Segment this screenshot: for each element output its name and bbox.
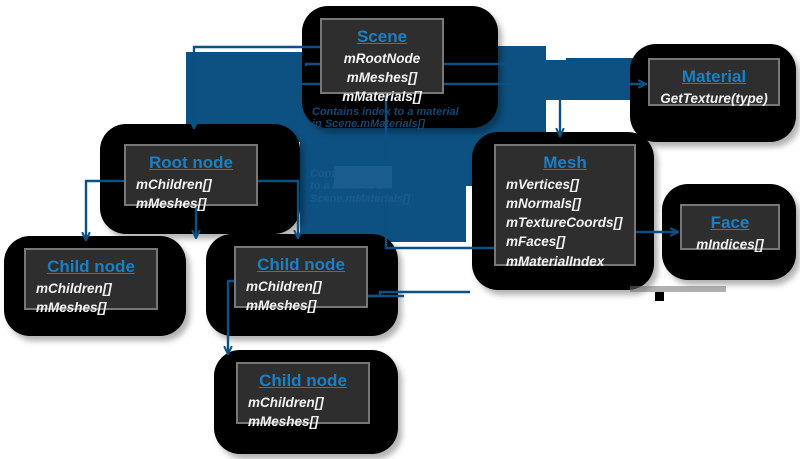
node-root-node-field-1: mMeshes[] — [136, 196, 207, 212]
annotation-material-index-line1: Contains index to a material — [312, 106, 459, 118]
node-child-mid[interactable]: Child node mChildren[] mMeshes[] — [234, 246, 368, 313]
node-child-left-field-1: mMeshes[] — [36, 300, 107, 316]
artifact-square — [655, 292, 664, 301]
node-scene-field-1: mMeshes[] — [346, 70, 418, 86]
node-root-node-title: Root node — [148, 153, 234, 172]
annotation-material-index-line2: in Scene.mMaterials[] — [312, 118, 426, 131]
node-mesh-title: Mesh — [543, 153, 587, 172]
node-child-bottom-field-1: mMeshes[] — [248, 414, 319, 430]
node-child-mid-title: Child node — [257, 255, 345, 274]
slab-knockout-b — [546, 46, 566, 60]
node-mesh-field-3: mFaces[] — [506, 234, 566, 250]
node-child-left[interactable]: Child node mChildren[] mMeshes[] — [24, 248, 158, 315]
node-root-node[interactable]: Root node mChildren[] mMeshes[] — [124, 144, 258, 211]
node-material-title: Material — [681, 67, 747, 86]
slab-knockout-c — [546, 100, 566, 114]
slab-knockout-a — [186, 46, 304, 52]
node-material-field-0: GetTexture(type) — [660, 90, 768, 106]
node-child-bottom-title: Child node — [259, 371, 347, 390]
node-root-node-field-0: mChildren[] — [136, 176, 212, 192]
node-face[interactable]: Face mIndices[] — [680, 204, 780, 252]
node-scene[interactable]: Scene mRootNode mMeshes[] mMaterials[] — [320, 18, 444, 104]
annotation-obscuring-mask — [334, 166, 392, 188]
node-face-field-0: mIndices[] — [696, 236, 764, 252]
node-mesh-field-0: mVertices[] — [506, 176, 580, 192]
artifact-shadow — [630, 286, 726, 292]
node-child-bottom[interactable]: Child node mChildren[] mMeshes[] — [236, 362, 370, 429]
node-child-mid-field-1: mMeshes[] — [246, 298, 317, 314]
node-child-bottom-field-0: mChildren[] — [248, 394, 324, 410]
node-scene-field-0: mRootNode — [343, 50, 421, 66]
node-child-left-title: Child node — [47, 257, 135, 276]
node-mesh-field-1: mNormals[] — [506, 196, 582, 212]
annotation-obscured-line3: Scene.mMaterials[] — [310, 192, 411, 205]
node-mesh[interactable]: Mesh mVertices[] mNormals[] mTextureCoor… — [494, 144, 636, 269]
annotation-material-index: Contains index to a material in Scene.mM… — [312, 106, 459, 131]
node-material[interactable]: Material GetTexture(type) — [648, 58, 780, 106]
node-child-mid-field-0: mChildren[] — [246, 278, 322, 294]
node-mesh-field-4: mMaterialIndex — [506, 253, 605, 269]
node-child-left-field-0: mChildren[] — [36, 280, 112, 296]
node-scene-field-2: mMaterials[] — [342, 89, 422, 105]
node-mesh-field-2: mTextureCoords[] — [506, 215, 623, 231]
node-face-title: Face — [710, 213, 750, 232]
node-scene-title: Scene — [356, 27, 408, 46]
